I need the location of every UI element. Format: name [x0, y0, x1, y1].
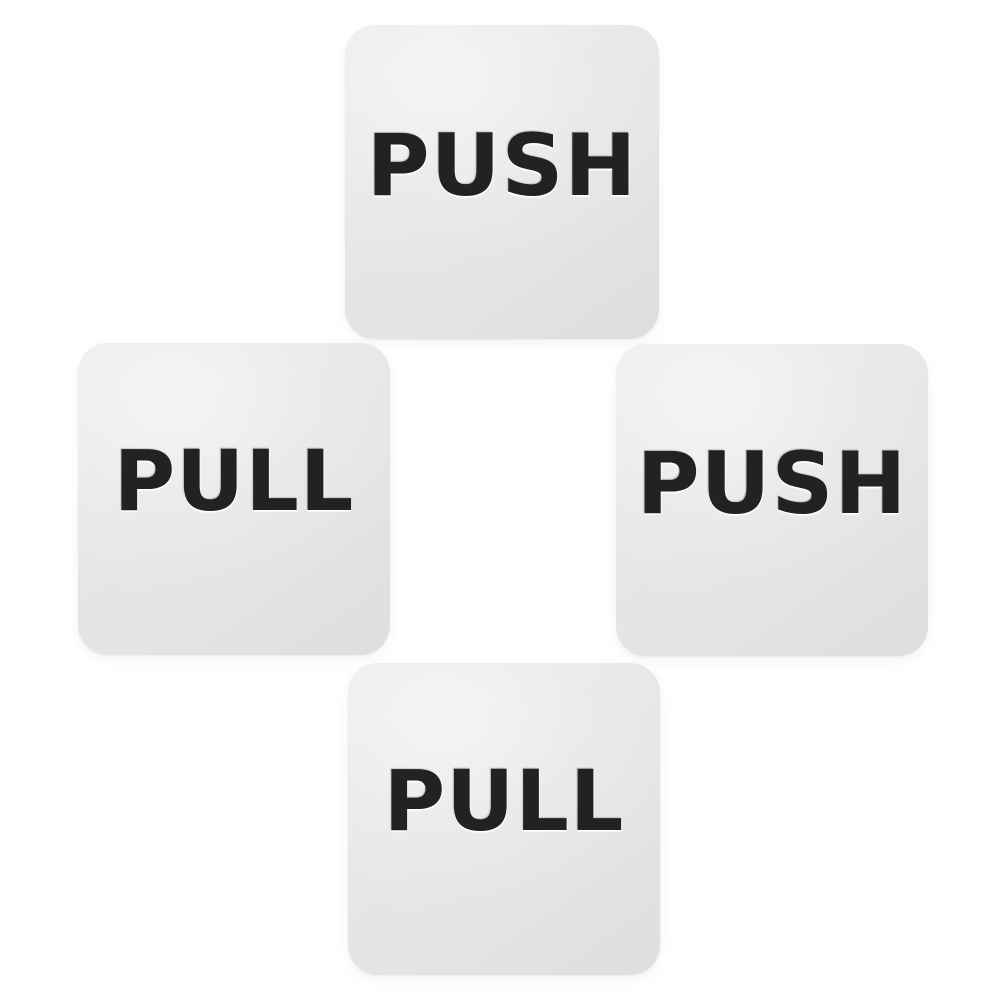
- sign-label-right: PUSH: [636, 434, 908, 534]
- sign-label-top: PUSH: [366, 116, 638, 216]
- sign-plate-bottom[interactable]: PULL: [348, 663, 660, 975]
- sign-plate-left[interactable]: PULL: [78, 343, 390, 655]
- sign-label-bottom: PULL: [383, 752, 625, 850]
- sign-plate-top[interactable]: PUSH: [345, 25, 659, 339]
- sign-plate-right[interactable]: PUSH: [616, 344, 928, 656]
- sign-label-left: PULL: [113, 432, 355, 530]
